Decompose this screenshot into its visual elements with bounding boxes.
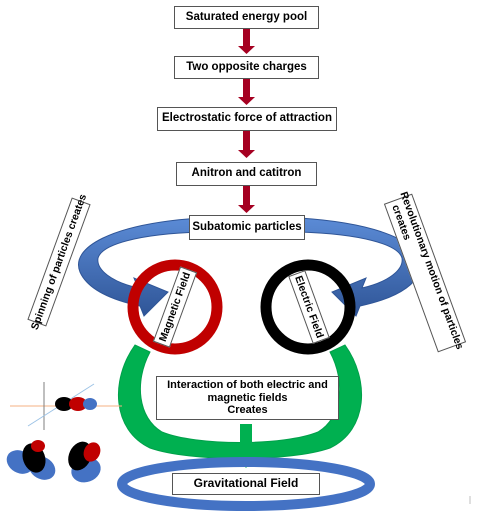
axis-illustration — [10, 382, 122, 430]
arrow-2-to-3 — [238, 79, 255, 105]
interaction-line-1: Interaction of both electric and — [167, 379, 328, 392]
particle-pair-right — [68, 441, 101, 483]
arrow-4-to-5 — [238, 185, 255, 213]
arrow-1-to-2 — [238, 28, 255, 54]
interaction-line-3: Creates — [227, 404, 268, 417]
gravitational-ellipse — [117, 457, 375, 511]
interaction-line-2: magnetic fields — [207, 391, 288, 404]
electric-field-ring — [260, 259, 356, 355]
arrow-3-to-4 — [238, 130, 255, 158]
box-subatomic-particles: Subatomic particles — [189, 215, 305, 240]
blue-loop-left — [78, 217, 201, 317]
box-interaction: Interaction of both electric and magneti… — [156, 376, 339, 420]
box-saturated-energy-pool: Saturated energy pool — [174, 6, 319, 29]
box-electrostatic-force: Electrostatic force of attraction — [157, 107, 337, 131]
particle-pair-left — [6, 440, 56, 480]
box-anitron-catitron: Anitron and catitron — [176, 162, 317, 186]
box-two-opposite-charges: Two opposite charges — [174, 56, 319, 79]
box-gravitational-field: Gravitational Field — [172, 473, 320, 495]
magnetic-field-ring — [127, 259, 223, 355]
flow-arrows — [238, 28, 255, 213]
